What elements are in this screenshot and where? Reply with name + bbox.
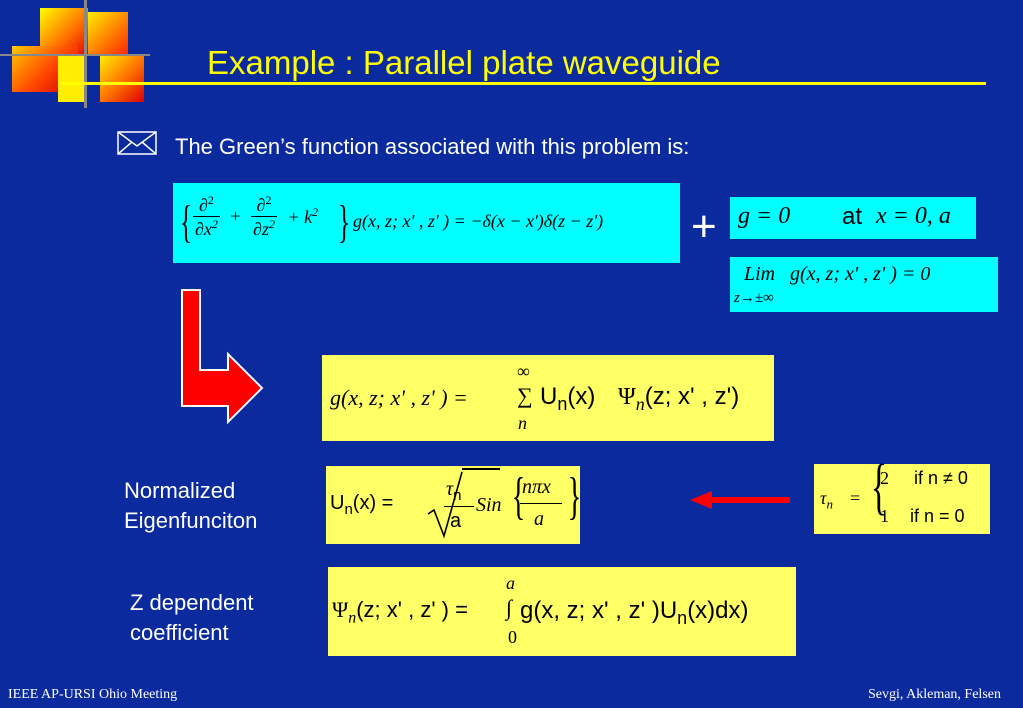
boundary-condition-z: Lim g(x, z; x' , z' ) = 0 z→±∞ [730, 257, 998, 312]
down-right-arrow-icon [178, 288, 264, 433]
title-underline [60, 82, 986, 85]
z-dependent-label: Z dependent coefficient [130, 590, 254, 645]
footer-left: IEEE AP-URSI Ohio Meeting [8, 687, 178, 702]
slide-title: Example : Parallel plate waveguide [207, 44, 721, 81]
normalized-eigenfunction: Un(x) = τn a Sin { nπx a } [326, 466, 581, 544]
logo-graphic [0, 0, 150, 110]
boundary-condition-x: g = 0 at x = 0, a [730, 197, 976, 239]
tau-definition: τn = { 2 if n ≠ 0 1 if n = 0 [814, 456, 990, 534]
envelope-icon [116, 126, 158, 163]
bullet-text: The Green’s function associated with thi… [175, 134, 690, 159]
helmholtz-equation: { ∂2∂x2 + ∂2∂z2 + k2 } g(x, z; x' , z' )… [173, 183, 680, 263]
plus-sign: + [691, 202, 717, 251]
z-coefficient-equation: Ψn(z; x' , z' ) = a ∫ 0 g(x, z; x' , z' … [328, 567, 796, 656]
green-function-expansion: g(x, z; x' , z' ) = ∞ ∑ n Un(x) Ψn(z; x'… [322, 355, 774, 441]
left-arrow-icon [690, 489, 792, 516]
normalized-label: Normalized Eigenfunciton [124, 478, 258, 533]
footer-right: Sevgi, Akleman, Felsen [868, 687, 1001, 702]
